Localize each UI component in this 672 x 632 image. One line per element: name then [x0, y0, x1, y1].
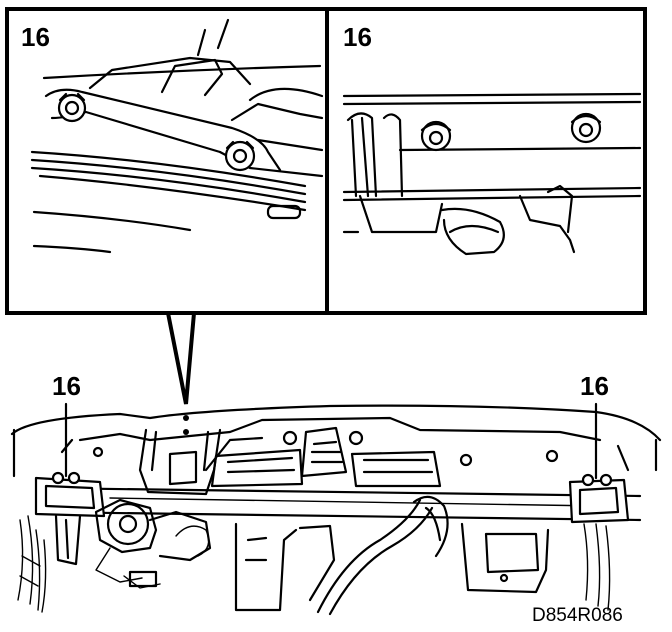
callout-label-main-right: 16	[580, 371, 609, 401]
detail-frame	[5, 7, 647, 315]
nut-icon	[224, 140, 256, 172]
drawing-code: D854R086	[532, 605, 623, 626]
nut-icon	[57, 92, 87, 123]
nut-icon	[420, 120, 452, 152]
detail-right-drawing	[342, 92, 642, 256]
detail-pointer	[166, 312, 196, 435]
callout-label-detail-right: 16	[343, 22, 372, 52]
callout-label-detail-left: 16	[21, 22, 50, 52]
detail-left-drawing	[30, 18, 324, 254]
nut-icon	[570, 112, 602, 144]
callout-label-main-left: 16	[52, 371, 81, 401]
dashboard-drawing	[10, 402, 662, 616]
